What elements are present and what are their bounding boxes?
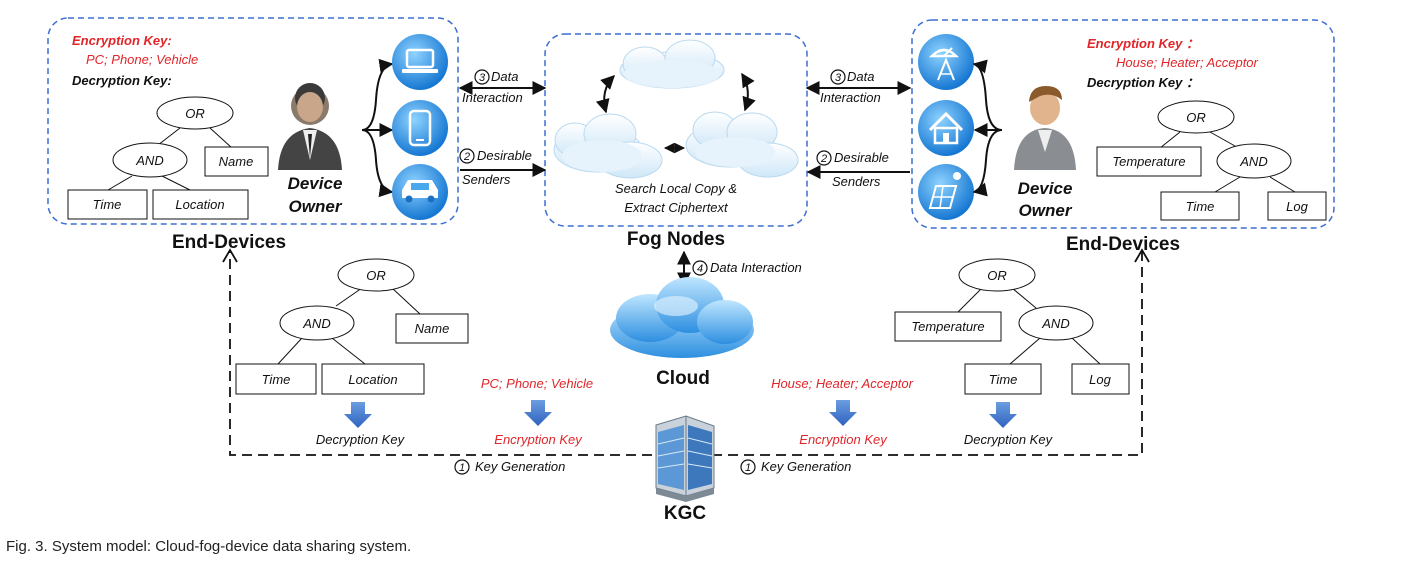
left-tree-and: AND	[135, 153, 163, 168]
down-arrow-icon	[524, 400, 552, 426]
cloud-icon	[610, 277, 754, 358]
right-enc-attrs: House; Heater; Acceptor	[1116, 55, 1259, 70]
left-access-tree: OR AND Name Time Location	[67, 96, 269, 220]
fog-cloud-right	[685, 111, 799, 178]
fog-search-line1: Search Local Copy &	[615, 181, 737, 196]
right-owner-line1: Device	[1018, 179, 1073, 198]
satellite-icon	[918, 34, 974, 90]
down-arrow-icon	[989, 402, 1017, 428]
svg-text:2: 2	[463, 151, 470, 163]
bottom-right-tree-and: AND	[1041, 316, 1069, 331]
kgc-label: KGC	[664, 503, 707, 524]
right-end-devices-label: End-Devices	[1066, 234, 1180, 255]
left-desirable-senders-line2: Senders	[462, 172, 511, 187]
svg-text:4: 4	[697, 263, 703, 275]
fog-nodes-label: Fog Nodes	[627, 229, 725, 250]
right-dec-key-label: Decryption Key ：	[1087, 75, 1199, 90]
bottom-left-tree-location: Location	[348, 372, 397, 387]
bottom-left-access-tree: OR AND Name Time Location	[235, 258, 469, 395]
left-enc-attrs: PC; Phone; Vehicle	[86, 52, 198, 67]
right-end-devices-box	[911, 19, 1335, 229]
left-desirable-senders-line1: Desirable	[477, 148, 532, 163]
fog-cloud-data-interaction: Data Interaction	[710, 260, 802, 275]
svg-text:1: 1	[459, 462, 465, 474]
svg-text:3: 3	[835, 72, 842, 84]
right-data-interaction-line1: Data	[847, 69, 874, 84]
phone-icon	[392, 100, 448, 156]
figure-caption: Fig. 3. System model: Cloud-fog-device d…	[6, 538, 412, 555]
fog-cloud-left	[553, 113, 663, 179]
fog-search-line2: Extract Ciphertext	[624, 200, 729, 215]
left-data-interaction-line2: Interaction	[462, 90, 523, 105]
left-end-devices-box	[47, 17, 459, 225]
cloud-label: Cloud	[656, 368, 710, 389]
left-owner-line1: Device	[288, 174, 343, 193]
right-key-generation: Key Generation	[761, 459, 851, 474]
car-icon	[392, 164, 448, 220]
down-arrow-icon	[829, 400, 857, 426]
svg-text:1: 1	[745, 462, 751, 474]
bottom-left-tree-and: AND	[302, 316, 330, 331]
bottom-left-tree-name: Name	[415, 321, 450, 336]
right-tree-or: OR	[1186, 110, 1206, 125]
left-dec-key-label: Decryption Key:	[72, 73, 172, 88]
right-owner-line2: Owner	[1019, 201, 1073, 220]
left-owner-line2: Owner	[289, 197, 343, 216]
bottom-right-tree-time: Time	[989, 372, 1018, 387]
right-enc-key-label: Encryption Key ：	[1087, 36, 1199, 51]
down-arrow-icon	[344, 402, 372, 428]
bottom-left-tree-or: OR	[366, 268, 386, 283]
right-owner-avatar	[1014, 86, 1076, 170]
left-owner-avatar	[278, 83, 342, 170]
bottom-right-tree-log: Log	[1089, 372, 1111, 387]
right-desirable-senders-line1: Desirable	[834, 150, 889, 165]
svg-text:2: 2	[820, 153, 827, 165]
right-tree-log: Log	[1286, 199, 1308, 214]
left-tree-location: Location	[175, 197, 224, 212]
right-tree-temperature: Temperature	[1112, 154, 1185, 169]
bottom-left-tree-time: Time	[262, 372, 291, 387]
key-distribution-lines	[229, 252, 1143, 456]
left-enc-key-label: Encryption Key:	[72, 33, 172, 48]
left-key-generation: Key Generation	[475, 459, 565, 474]
laptop-icon	[392, 34, 448, 90]
left-tree-name: Name	[219, 154, 254, 169]
kgc-building-icon	[655, 415, 715, 502]
bottom-right-dec-key: Decryption Key	[964, 432, 1054, 447]
bottom-left-dec-key: Decryption Key	[316, 432, 406, 447]
house-icon	[918, 100, 974, 156]
bottom-right-access-tree: OR Temperature AND Time Log	[894, 258, 1130, 395]
bottom-left-attrs: PC; Phone; Vehicle	[481, 376, 593, 391]
bottom-right-tree-temperature: Temperature	[911, 319, 984, 334]
solar-panel-icon	[918, 164, 974, 220]
bottom-right-attrs: House; Heater; Acceptor	[771, 376, 914, 391]
left-data-interaction-line1: Data	[491, 69, 518, 84]
bottom-right-tree-or: OR	[987, 268, 1007, 283]
fog-cloud-top	[619, 39, 725, 89]
right-access-tree: OR Temperature AND Time Log	[1096, 100, 1327, 221]
right-desirable-senders-line2: Senders	[832, 174, 881, 189]
right-tree-and: AND	[1239, 154, 1267, 169]
left-tree-time: Time	[93, 197, 122, 212]
left-end-devices-label: End-Devices	[172, 232, 286, 253]
bottom-right-enc-key: Encryption Key	[799, 432, 888, 447]
bottom-left-enc-key: Encryption Key	[494, 432, 583, 447]
svg-text:3: 3	[479, 72, 486, 84]
right-tree-time: Time	[1186, 199, 1215, 214]
right-data-interaction-line2: Interaction	[820, 90, 881, 105]
fog-nodes-box	[544, 33, 808, 227]
left-tree-or: OR	[185, 106, 205, 121]
